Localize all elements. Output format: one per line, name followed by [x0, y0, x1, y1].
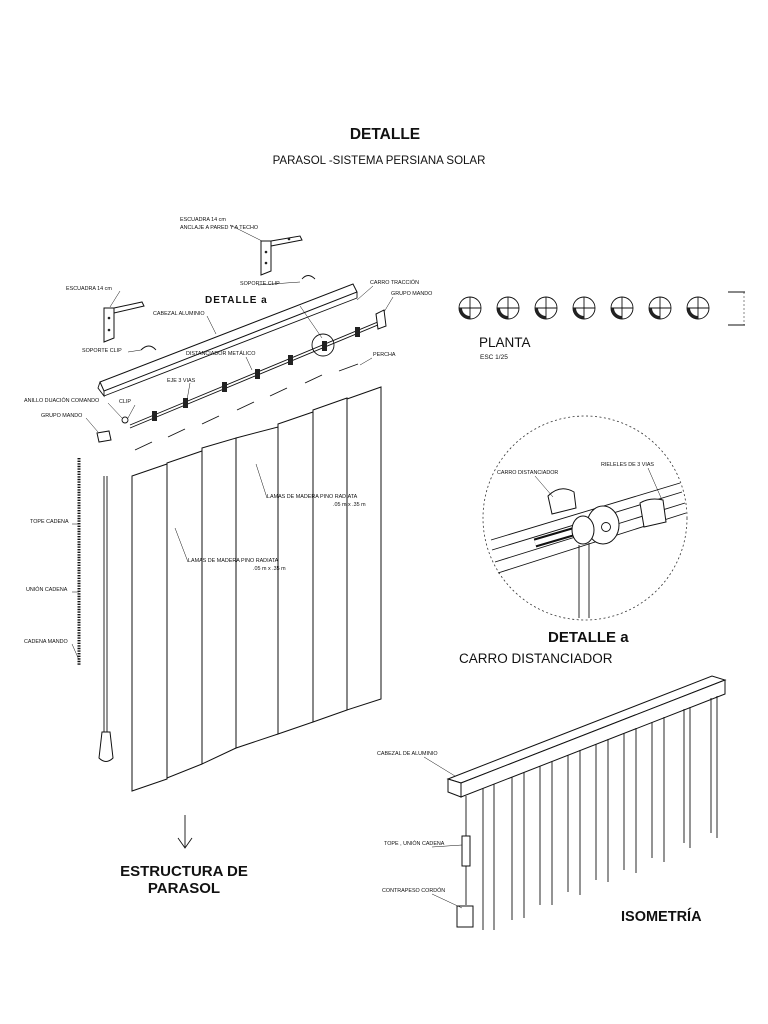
escuadra-left-bracket [103, 301, 145, 343]
label-lamas-2-dim: .05 m x .35 m [253, 566, 286, 572]
label-iso-tope-union: TOPE , UNIÓN CADENA [384, 840, 445, 847]
label-escuadra-top-1: ESCUADRA 14 cm [180, 217, 226, 223]
planta-scale: ESC 1/25 [480, 354, 508, 361]
page-title: DETALLE [350, 126, 420, 143]
label-lamas-1: LAMAS DE MADERA PINO RADIATA [267, 494, 358, 500]
label-tope-cadena: TOPE CADENA [30, 519, 69, 525]
detail-a-marker: DETALLE a [205, 295, 268, 306]
label-clip: CLIP [119, 399, 131, 405]
lamas-madera [131, 386, 382, 792]
label-iso-cabezal: CABEZAL DE ALUMINIO [377, 751, 438, 757]
soporte-clip-left [140, 345, 157, 351]
cadena-mando-chain [77, 458, 114, 762]
detail-a-view: CARRO DISTANCIADOR RIELELES DE 3 VIAS DE… [459, 415, 688, 666]
label-soporte-clip-left: SOPORTE CLIP [82, 348, 122, 354]
label-carro-traccion: CARRO TRACCIÓN [370, 279, 419, 286]
arrow-down-icon [177, 815, 193, 849]
label-lamas-1-dim: .05 m x .35 m [333, 502, 366, 508]
anillo-comando [121, 416, 129, 424]
isometria-view: CABEZAL DE ALUMINIO TOPE , UNIÓN CADENA … [377, 675, 727, 930]
cabezal-aluminio-rail [97, 283, 358, 398]
planta-title: PLANTA [479, 335, 531, 350]
soporte-clip-top [301, 275, 316, 280]
label-grupo-mando-right: GRUPO MANDO [391, 291, 432, 297]
detail-a-subtitle: CARRO DISTANCIADOR [459, 651, 613, 666]
escuadra-top-bracket [260, 235, 303, 276]
label-iso-contrapeso: CONTRAPESO CORDÓN [382, 887, 445, 894]
detail-a-title: DETALLE a [548, 629, 629, 646]
detail-a-circle [482, 415, 688, 621]
label-escuadra-left: ESCUADRA 14 cm [66, 286, 112, 292]
label-anillo-comando: ANILLO DUACIÓN COMANDO [24, 397, 99, 404]
label-soporte-clip-top: SOPORTE CLIP [240, 281, 280, 287]
label-percha: PERCHA [373, 352, 396, 358]
grupo-mando-part [96, 430, 112, 443]
label-union-cadena: UNIÓN CADENA [26, 586, 68, 593]
isometria-title: ISOMETRÍA [621, 908, 702, 925]
estructura-caption-1: ESTRUCTURA DE [120, 863, 248, 880]
estructura-caption-2: PARASOL [148, 880, 220, 897]
detail-a-callout-circle [311, 333, 335, 357]
label-cabezal-aluminio: CABEZAL ALUMINIO [153, 311, 205, 317]
label-distanciador-metalico: DISTANCIADOR METÁLICO [186, 350, 255, 357]
label-eje-3-vias: EJE 3 VIAS [167, 378, 196, 384]
label-escuadra-top-2: ANCLAJE A PARED Y A TECHO [180, 225, 258, 231]
page-subtitle: PARASOL -SISTEMA PERSIANA SOLAR [273, 155, 486, 167]
eje-3-vias-shaft [129, 309, 387, 429]
label-grupo-mando-left: GRUPO MANDO [41, 413, 82, 419]
label-lamas-2: LAMAS DE MADERA PINO RADIATA [188, 558, 279, 564]
perchas [134, 363, 359, 451]
planta-view: PLANTA ESC 1/25 [458, 291, 745, 361]
exploded-view: ESCUADRA 14 cm ANCLAJE A PARED Y A TECHO… [24, 217, 432, 897]
label-carro-distanciador: CARRO DISTANCIADOR [497, 470, 558, 476]
label-cadena-mando: CADENA MANDO [24, 639, 68, 645]
label-rieleles: RIELELES DE 3 VIAS [601, 462, 654, 468]
